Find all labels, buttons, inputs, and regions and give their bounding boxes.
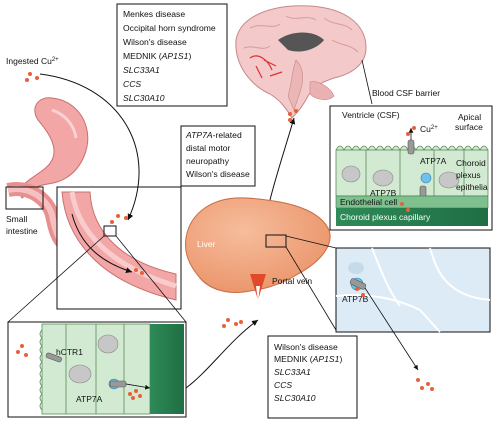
neuropathy-box: ATP7A-related distal motor neuropathy Wi… <box>180 125 256 187</box>
capillary-layer <box>336 208 488 226</box>
endothelial-label: Endothelial cell <box>340 197 397 207</box>
copper-ion-dot <box>361 293 365 297</box>
copper-ion-dot <box>430 387 434 391</box>
copper-ion-dot <box>406 208 410 212</box>
hepatocyte-panel <box>335 247 491 371</box>
copper-ion-dot <box>134 389 138 393</box>
ingestion-arrow <box>39 73 140 221</box>
copper-ion-dot <box>420 386 424 390</box>
small-intestine-label-2: intestine <box>6 226 38 236</box>
copper-ion-dot <box>294 109 298 113</box>
neuro-box-line-2: distal motor <box>186 143 231 153</box>
copper-ion-dot <box>124 216 128 220</box>
copper-ion-dot <box>426 382 430 386</box>
liver-zoom-marker <box>265 234 287 248</box>
brain-box-line-3: Wilson's disease <box>123 37 187 47</box>
copper-ion-dot <box>131 396 135 400</box>
brain-box-line-1: Menkes disease <box>123 9 185 19</box>
atp7b-transporter <box>349 278 367 290</box>
neuro-box-line-3: neuropathy <box>186 156 230 166</box>
apical-label-2: surface <box>455 122 483 132</box>
brain-box-line-2: Occipital horn syndrome <box>123 23 216 33</box>
atp7b-choroid-label: ATP7B <box>370 188 397 198</box>
intestine-callout-small <box>5 186 44 210</box>
copper-ion-dot <box>116 214 120 218</box>
neuro-box-line-1: ATP7A-related <box>185 130 242 140</box>
atp7a-choroid-transporter <box>407 139 415 155</box>
brain-box-line-7: SLC30A10 <box>123 93 165 103</box>
ventricle-label: Ventricle (CSF) <box>342 110 400 120</box>
brain-illustration <box>235 5 367 119</box>
copper-ion-dot <box>140 271 144 275</box>
blood-csf-barrier-panel <box>329 105 493 231</box>
copper-ion-dot <box>222 324 226 328</box>
liver-illustration <box>185 197 331 302</box>
atp7a-choroid-label: ATP7A <box>420 156 447 166</box>
portal-vein-label: Portal vein <box>272 276 312 286</box>
atp7a-enterocyte-label: ATP7A <box>76 394 103 404</box>
copper-ion-dot <box>288 112 292 116</box>
copper-ion-dot <box>400 202 404 206</box>
neuro-box-line-4: Wilson's disease <box>186 169 250 179</box>
copper-ion-dot <box>138 394 142 398</box>
liver-disease-box: Wilson's disease MEDNIK (AP1S1) SLC33A1 … <box>267 335 358 419</box>
stomach-illustration <box>17 97 89 199</box>
copper-dots <box>16 72 434 400</box>
liver-box-line-3: SLC33A1 <box>274 367 311 377</box>
copper-ion-dot <box>412 126 416 130</box>
intestine-enlarged-panel <box>56 186 182 310</box>
copper-ion-dot <box>288 118 292 122</box>
copper-ion-dot <box>128 392 132 396</box>
ingested-cu-label: Ingested Cu2+ <box>6 56 59 66</box>
copper-ion-dot <box>239 320 243 324</box>
brain-box-line-5: SLC33A1 <box>123 65 160 75</box>
intestine-zoom-marker <box>103 225 117 237</box>
copper-ion-dot <box>406 132 410 136</box>
copper-ion-dot <box>20 344 24 348</box>
brain-box-line-6: CCS <box>123 79 141 89</box>
copper-ion-dot <box>28 72 32 76</box>
copper-ion-dot <box>234 322 238 326</box>
intestine-flow-arrow <box>71 213 133 274</box>
copper-ion-dot <box>24 353 28 357</box>
brain-box-line-4: MEDNIK (AP1S1) <box>123 51 191 61</box>
zoom-line-left <box>7 235 105 323</box>
liver-label: Liver <box>197 239 216 249</box>
hctr1-transporter <box>45 352 62 363</box>
to-portal-vein-arrow <box>185 319 259 389</box>
apical-label-1: Apical <box>458 112 481 122</box>
hctr1-label: hCTR1 <box>56 347 83 357</box>
liver-box-line-5: SLC30A10 <box>274 393 316 403</box>
choroid-label-2: plexus <box>456 170 481 180</box>
small-intestine-label-1: Small <box>6 214 27 224</box>
bcsf-title: Blood CSF barrier <box>372 88 440 98</box>
copper-ion-dot <box>25 78 29 82</box>
copper-ion-dot <box>110 220 114 224</box>
atp7a-transporter <box>109 380 127 388</box>
choroid-label-3: epithelia <box>456 182 488 192</box>
liver-box-line-1: Wilson's disease <box>274 342 338 352</box>
liver-to-brain-arrow <box>269 117 296 201</box>
copper-ion-dot <box>226 318 230 322</box>
copper-ion-dot <box>16 350 20 354</box>
capillary-label: Choroid plexus capillary <box>340 212 431 222</box>
brain-disease-box: Menkes disease Occipital horn syndrome W… <box>116 3 228 107</box>
copper-ion-dot <box>355 287 359 291</box>
zoom-line-right <box>115 235 187 323</box>
atp7b-liver-label: ATP7B <box>342 294 369 304</box>
choroid-cu-label: Cu2+ <box>420 124 438 134</box>
copper-ion-dot <box>416 378 420 382</box>
choroid-label-1: Choroid <box>456 158 486 168</box>
liver-box-line-2: MEDNIK (AP1S1) <box>274 354 342 364</box>
copper-ion-dot <box>134 268 138 272</box>
liver-box-line-4: CCS <box>274 380 292 390</box>
copper-ion-dot <box>35 76 39 80</box>
